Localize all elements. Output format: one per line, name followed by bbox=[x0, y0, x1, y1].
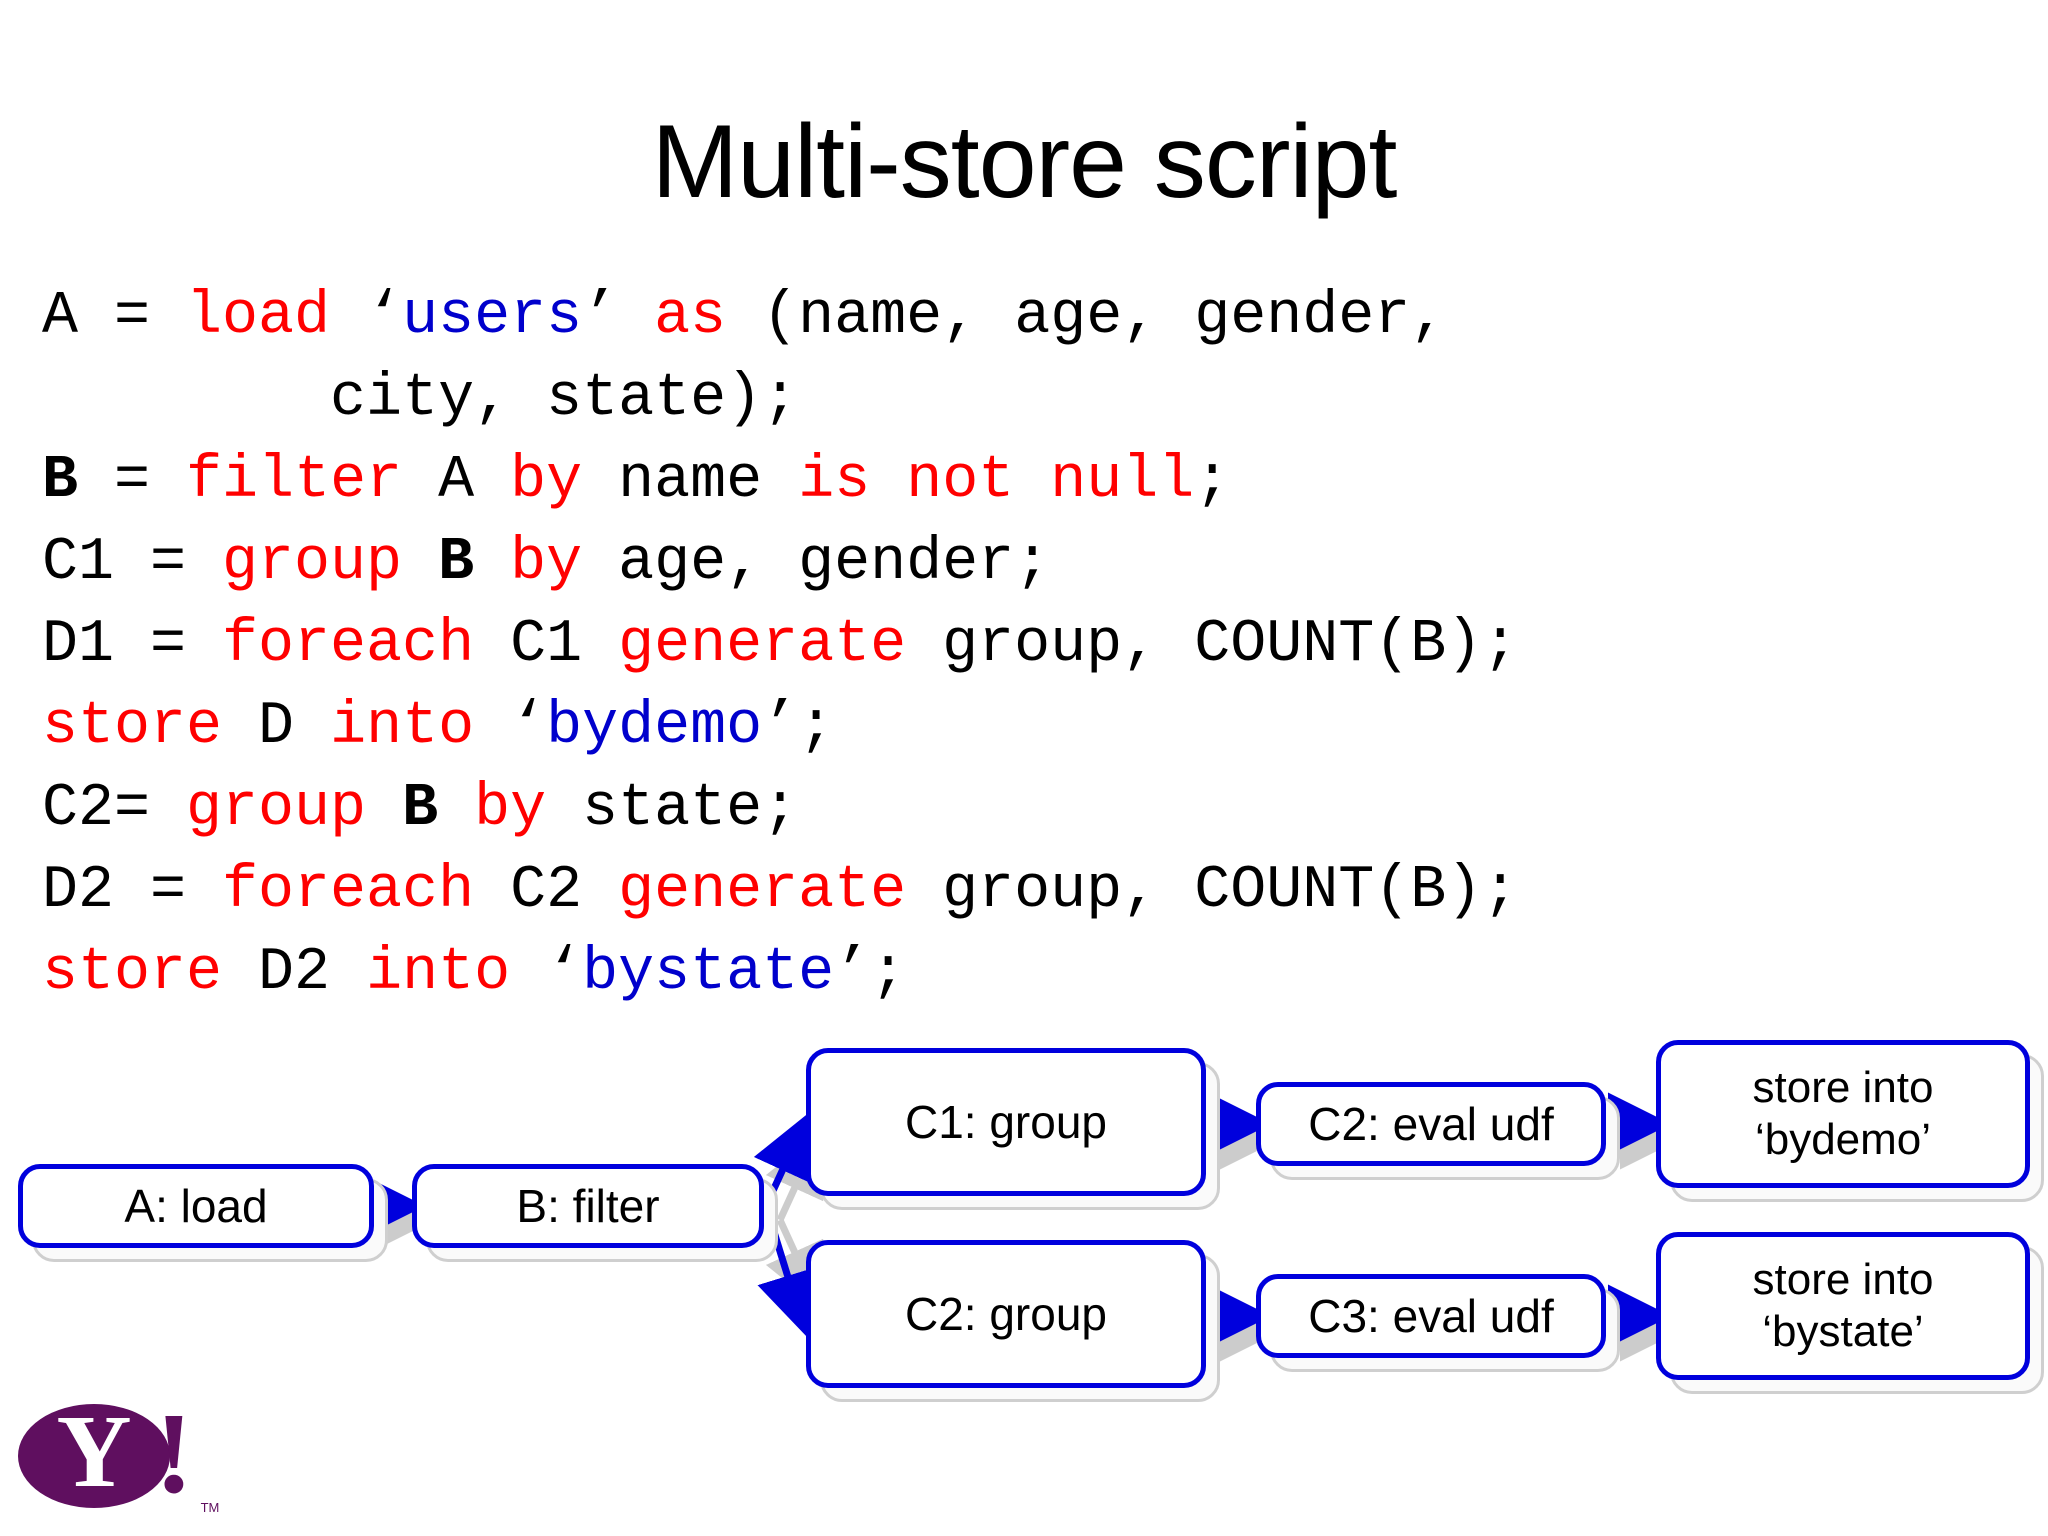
node-b-filter[interactable]: B: filter bbox=[412, 1164, 778, 1262]
code-token: foreach bbox=[222, 611, 475, 679]
code-token: D2 bbox=[222, 939, 367, 1007]
svg-text:Y: Y bbox=[56, 1400, 131, 1509]
code-token: group bbox=[186, 775, 367, 843]
code-token: A bbox=[402, 447, 511, 515]
code-token: B bbox=[402, 775, 439, 843]
code-token: by bbox=[510, 447, 583, 515]
dataflow-diagram: A: load B: filter C1: group C2: eval udf… bbox=[0, 1020, 2048, 1420]
code-line: C2= group B by state; bbox=[42, 768, 2002, 850]
code-token: C2 bbox=[474, 857, 619, 925]
code-token bbox=[438, 775, 474, 843]
code-token: ‘ bbox=[330, 283, 403, 351]
node-label: C2: group bbox=[806, 1240, 1206, 1388]
code-token: A = bbox=[42, 283, 187, 351]
code-token: load bbox=[186, 283, 331, 351]
code-line: C1 = group B by age, gender; bbox=[42, 522, 2002, 604]
code-token: is not null bbox=[798, 447, 1195, 515]
code-token: as bbox=[654, 283, 727, 351]
yahoo-logo: Y ! TM bbox=[14, 1390, 244, 1520]
code-token bbox=[366, 775, 402, 843]
code-token: ’ bbox=[582, 283, 655, 351]
code-token: ‘ bbox=[510, 939, 583, 1007]
code-token: into bbox=[366, 939, 511, 1007]
code-line: city, state); bbox=[42, 358, 2002, 440]
code-line: store D into ‘bydemo’; bbox=[42, 686, 2002, 768]
code-line: D1 = foreach C1 generate group, COUNT(B)… bbox=[42, 604, 2002, 686]
node-label: store into ‘bystate’ bbox=[1656, 1232, 2030, 1380]
code-token: city, state); bbox=[42, 365, 799, 433]
code-token: group bbox=[222, 529, 403, 597]
node-label: B: filter bbox=[412, 1164, 764, 1248]
code-token: store bbox=[42, 939, 223, 1007]
node-store-bystate[interactable]: store into ‘bystate’ bbox=[1656, 1232, 2044, 1394]
code-token: = bbox=[78, 447, 187, 515]
code-token: generate bbox=[618, 857, 907, 925]
code-token: bydemo bbox=[546, 693, 763, 761]
code-token: by bbox=[474, 775, 547, 843]
code-token: ; bbox=[1194, 447, 1231, 515]
code-token: users bbox=[402, 283, 583, 351]
code-token: ’; bbox=[834, 939, 907, 1007]
code-token: ’; bbox=[762, 693, 835, 761]
code-token: C1 = bbox=[42, 529, 223, 597]
code-token: foreach bbox=[222, 857, 475, 925]
code-token: by bbox=[510, 529, 583, 597]
code-token: D bbox=[222, 693, 331, 761]
node-label: C2: eval udf bbox=[1256, 1082, 1606, 1166]
code-token: (name, age, gender, bbox=[726, 283, 1447, 351]
code-token: state; bbox=[546, 775, 799, 843]
node-c1-group[interactable]: C1: group bbox=[806, 1048, 1220, 1210]
node-c2-group[interactable]: C2: group bbox=[806, 1240, 1220, 1402]
node-c3-eval-udf[interactable]: C3: eval udf bbox=[1256, 1274, 1620, 1372]
code-token: age, gender; bbox=[582, 529, 1051, 597]
code-token bbox=[402, 529, 438, 597]
code-token: C2= bbox=[42, 775, 187, 843]
code-token bbox=[474, 529, 510, 597]
code-token: name bbox=[582, 447, 799, 515]
svg-text:!: ! bbox=[155, 1400, 194, 1518]
node-store-bydemo[interactable]: store into ‘bydemo’ bbox=[1656, 1040, 2044, 1202]
code-line: A = load ‘users’ as (name, age, gender, bbox=[42, 276, 2002, 358]
code-token: group, COUNT(B); bbox=[906, 611, 1519, 679]
code-line: B = filter A by name is not null; bbox=[42, 440, 2002, 522]
node-label: store into ‘bydemo’ bbox=[1656, 1040, 2030, 1188]
node-label: C1: group bbox=[806, 1048, 1206, 1196]
node-label: A: load bbox=[18, 1164, 374, 1248]
code-line: D2 = foreach C2 generate group, COUNT(B)… bbox=[42, 850, 2002, 932]
node-c2-eval-udf[interactable]: C2: eval udf bbox=[1256, 1082, 1620, 1180]
code-token: generate bbox=[618, 611, 907, 679]
code-token: store bbox=[42, 693, 223, 761]
code-token: bystate bbox=[582, 939, 835, 1007]
code-token: filter bbox=[186, 447, 403, 515]
code-block: A = load ‘users’ as (name, age, gender, … bbox=[42, 276, 2002, 1014]
code-line: store D2 into ‘bystate’; bbox=[42, 932, 2002, 1014]
svg-text:TM: TM bbox=[201, 1500, 220, 1515]
code-token: D2 = bbox=[42, 857, 223, 925]
code-token: into bbox=[330, 693, 475, 761]
code-token: C1 bbox=[474, 611, 619, 679]
node-label: C3: eval udf bbox=[1256, 1274, 1606, 1358]
page-title: Multi-store script bbox=[651, 104, 1398, 220]
code-token: B bbox=[42, 447, 79, 515]
yahoo-logo-icon: Y ! TM bbox=[18, 1390, 220, 1518]
code-token: D1 = bbox=[42, 611, 223, 679]
node-a-load[interactable]: A: load bbox=[18, 1164, 388, 1262]
code-token: B bbox=[438, 529, 475, 597]
code-token: ‘ bbox=[474, 693, 547, 761]
code-token: group, COUNT(B); bbox=[906, 857, 1519, 925]
